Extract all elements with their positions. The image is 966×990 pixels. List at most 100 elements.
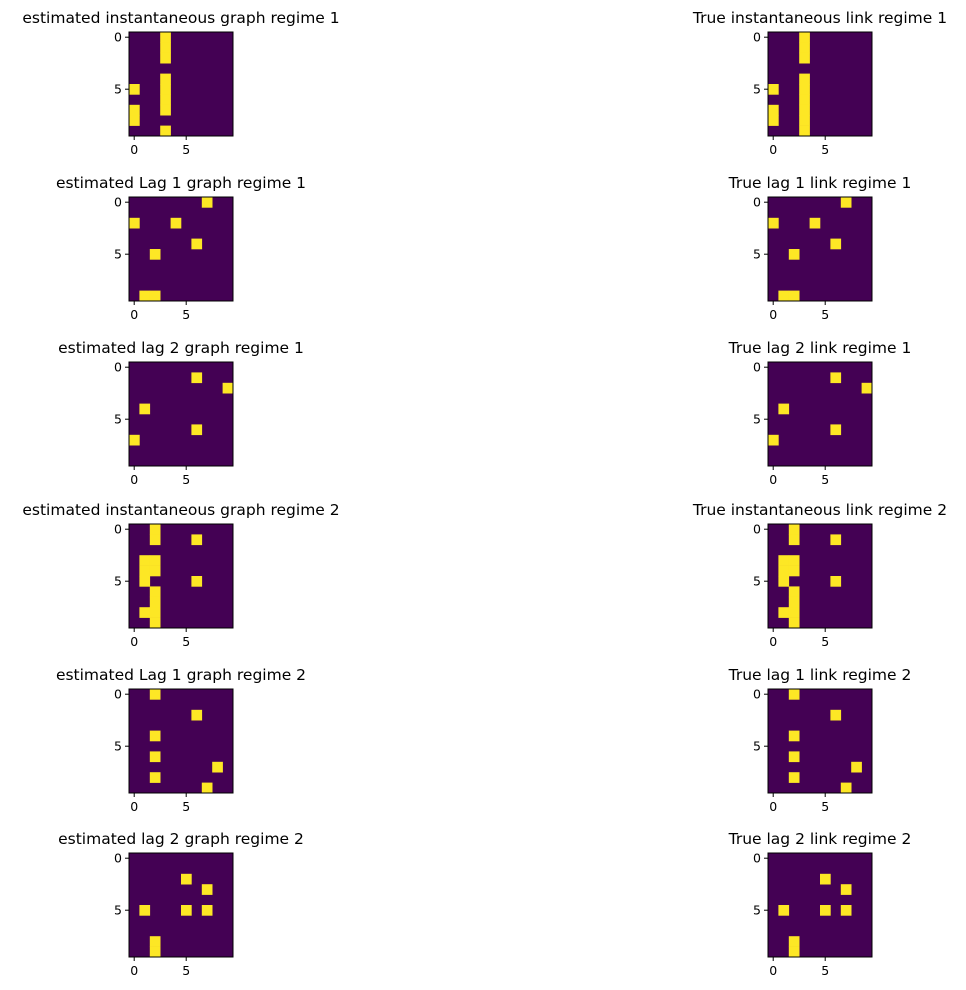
heatmap-cell (149, 751, 161, 763)
heatmap-cell (768, 104, 779, 116)
y-tick-label: 5 (114, 903, 122, 918)
heatmap-cell (160, 73, 171, 85)
y-tick-label: 0 (753, 687, 761, 702)
panel-title: True lag 2 link regime 2 (728, 830, 912, 848)
heatmap-cell (788, 946, 800, 958)
heatmap-cell (191, 424, 203, 436)
x-tick-label: 0 (130, 634, 138, 649)
x-tick-label: 5 (182, 799, 190, 814)
heatmap-cell (129, 104, 140, 116)
heatmap-background (768, 197, 872, 301)
heatmap-cell (149, 607, 161, 618)
heatmap-cell (139, 565, 151, 577)
axes-frame (767, 361, 873, 467)
heatmap-cell (160, 32, 171, 43)
x-tick-label: 0 (769, 472, 777, 487)
heatmap-background (129, 689, 233, 793)
heatmap-cell (129, 115, 140, 126)
heatmap-background (129, 197, 233, 301)
heatmap-panel: estimated instantaneous graph regime 105… (22, 9, 339, 157)
y-tick-label: 0 (114, 851, 122, 866)
heatmap-cell (778, 290, 790, 302)
heatmap-cell (788, 751, 800, 763)
heatmap-cell (851, 761, 862, 773)
heatmap-cell (788, 524, 800, 535)
heatmap-cell (139, 905, 151, 916)
heatmap-cell (149, 249, 161, 260)
heatmap-cell (139, 607, 151, 618)
heatmap-cell (129, 84, 140, 95)
heatmap-cell (160, 94, 171, 106)
heatmap-cell (170, 217, 182, 229)
x-tick-label: 5 (182, 634, 190, 649)
heatmap-cell (799, 125, 810, 137)
panel-title: True lag 1 link regime 2 (728, 666, 912, 684)
heatmap-cell (830, 576, 842, 587)
y-tick-label: 5 (753, 247, 761, 262)
axes-frame (128, 31, 234, 137)
heatmap-cell (160, 104, 171, 116)
heatmap-cell (799, 84, 810, 95)
heatmap-cell (809, 217, 821, 229)
panel-title: estimated Lag 1 graph regime 1 (56, 174, 306, 192)
axes-frame (128, 361, 234, 467)
x-tick-label: 5 (182, 142, 190, 157)
heatmap-cell (160, 42, 171, 54)
heatmap-cell (799, 42, 810, 54)
heatmap-cell (129, 217, 140, 229)
heatmap-cell (149, 565, 161, 577)
heatmap-cell (160, 125, 171, 137)
heatmap-cell (840, 884, 852, 895)
panel-title: True lag 2 link regime 1 (728, 339, 912, 357)
heatmap-cell (788, 772, 800, 783)
panel-title: estimated Lag 1 graph regime 2 (56, 666, 306, 684)
y-tick-label: 5 (114, 574, 122, 589)
heatmap-cell (788, 596, 800, 608)
x-tick-label: 0 (130, 142, 138, 157)
axes-frame (128, 196, 234, 302)
y-tick-label: 5 (753, 903, 761, 918)
heatmap-cell (778, 905, 790, 916)
heatmap-cell (799, 32, 810, 43)
heatmap-background (768, 32, 872, 136)
y-tick-label: 0 (114, 30, 122, 45)
heatmap-cell (788, 730, 800, 742)
x-tick-label: 5 (821, 307, 829, 322)
heatmap-cell (788, 565, 800, 577)
heatmap-cell (788, 689, 800, 700)
heatmap-cell (788, 534, 800, 546)
heatmap-cell (201, 884, 213, 895)
heatmap-cell (149, 290, 161, 302)
x-tick-label: 0 (130, 472, 138, 487)
heatmap-cell (149, 596, 161, 608)
heatmap-cell (181, 905, 192, 916)
x-tick-label: 0 (769, 307, 777, 322)
heatmap-cell (201, 197, 213, 208)
heatmap-cell (799, 52, 810, 64)
heatmap-cell (788, 586, 800, 598)
x-tick-label: 5 (182, 472, 190, 487)
panel-title: estimated lag 2 graph regime 1 (58, 339, 304, 357)
heatmap-cell (799, 115, 810, 126)
heatmap-cell (191, 576, 203, 587)
heatmap-cell (840, 905, 852, 916)
heatmap-cell (830, 238, 842, 250)
axes-frame (128, 523, 234, 629)
panel-title: True instantaneous link regime 2 (692, 501, 947, 519)
heatmap-background (129, 32, 233, 136)
y-tick-label: 5 (753, 739, 761, 754)
heatmap-cell (768, 115, 779, 126)
heatmap-cell (191, 238, 203, 250)
x-tick-label: 5 (821, 142, 829, 157)
heatmap-cell (788, 290, 800, 302)
heatmap-cell (149, 730, 161, 742)
heatmap-cell (768, 84, 779, 95)
panel-title: estimated instantaneous graph regime 2 (22, 501, 339, 519)
y-tick-label: 0 (753, 30, 761, 45)
heatmap-cell (820, 905, 831, 916)
heatmap-cell (799, 94, 810, 106)
